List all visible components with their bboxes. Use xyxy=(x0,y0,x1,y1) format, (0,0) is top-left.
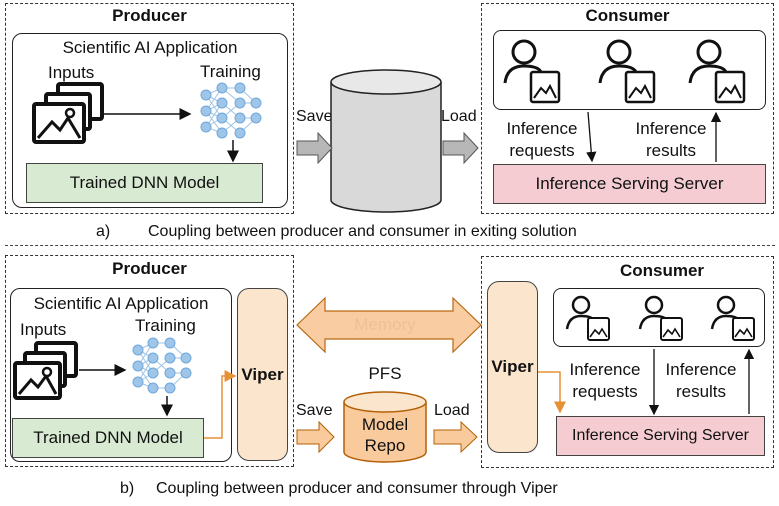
top-app-title: Scientific AI Application xyxy=(62,38,238,57)
memory-label: Memory xyxy=(354,315,416,334)
bottom-app-title: Scientific AI Application xyxy=(33,294,209,313)
bottom-inference-results: Inference results xyxy=(656,359,746,403)
top-consumer-title: Consumer xyxy=(585,6,670,25)
top-repo-title: Model Repo xyxy=(348,74,424,90)
bottom-serving-server: Inference Serving Server xyxy=(556,416,765,456)
caption-a-text: Coupling between producer and consumer i… xyxy=(148,223,577,240)
bottom-save-arrow xyxy=(296,420,335,454)
caption-b-letter: b) xyxy=(120,480,135,497)
top-save-arrow xyxy=(296,131,333,165)
bottom-res-line2: results xyxy=(675,382,727,401)
top-inference-requests: Inference requests xyxy=(497,118,587,162)
bottom-repo-line2: Repo xyxy=(364,436,406,455)
top-inputs-label: Inputs xyxy=(48,63,95,82)
top-load-arrow xyxy=(442,131,479,165)
producer-viper-box: Viper xyxy=(237,288,288,461)
caption-b-text: Coupling between producer and consumer t… xyxy=(156,480,558,497)
top-load-label: Load xyxy=(441,108,477,125)
bottom-inference-requests: Inference requests xyxy=(560,359,650,403)
bottom-req-line1: Inference xyxy=(569,360,641,379)
bottom-users-box xyxy=(553,288,765,347)
top-res-line2: results xyxy=(645,141,697,160)
bottom-producer-title: Producer xyxy=(112,259,187,278)
top-repo-s3: Amazon S3 xyxy=(340,172,434,196)
section-divider xyxy=(5,245,775,246)
top-producer-panel xyxy=(5,3,294,214)
top-req-line1: Inference xyxy=(506,119,578,138)
top-save-label: Save xyxy=(296,108,333,125)
top-repo-pfs: PFS/DFS xyxy=(340,110,434,134)
top-trained-model-box: Trained DNN Model xyxy=(26,163,263,203)
top-consumer-panel xyxy=(481,3,774,214)
bottom-save-label: Save xyxy=(296,402,333,419)
top-inference-results: Inference results xyxy=(626,118,716,162)
bottom-load-label: Load xyxy=(434,402,470,419)
top-req-line2: requests xyxy=(509,141,575,160)
top-serving-server: Inference Serving Server xyxy=(493,164,766,204)
top-training-label: Training xyxy=(200,62,261,81)
pfs-label: PFS xyxy=(368,364,402,383)
bottom-load-arrow xyxy=(433,420,478,454)
bottom-inputs-label: Inputs xyxy=(20,320,67,339)
bottom-req-line2: requests xyxy=(572,382,638,401)
bottom-consumer-title: Consumer xyxy=(619,261,705,280)
consumer-viper-box: Viper xyxy=(487,281,538,453)
bottom-res-line1: Inference xyxy=(665,360,737,379)
top-users-box xyxy=(493,30,766,110)
bottom-repo-line1: Model xyxy=(361,415,409,434)
top-producer-title: Producer xyxy=(112,6,187,25)
top-repo-database: DataBase xyxy=(340,141,434,165)
top-res-line1: Inference xyxy=(635,119,707,138)
bottom-producer-panel xyxy=(5,255,294,467)
bottom-trained-model-box: Trained DNN Model xyxy=(12,418,204,458)
bottom-training-label: Training xyxy=(135,316,196,335)
caption-a-letter: a) xyxy=(96,223,111,240)
bottom-consumer-panel xyxy=(481,256,774,468)
bottom-repo-label: Model Repo xyxy=(345,414,425,456)
